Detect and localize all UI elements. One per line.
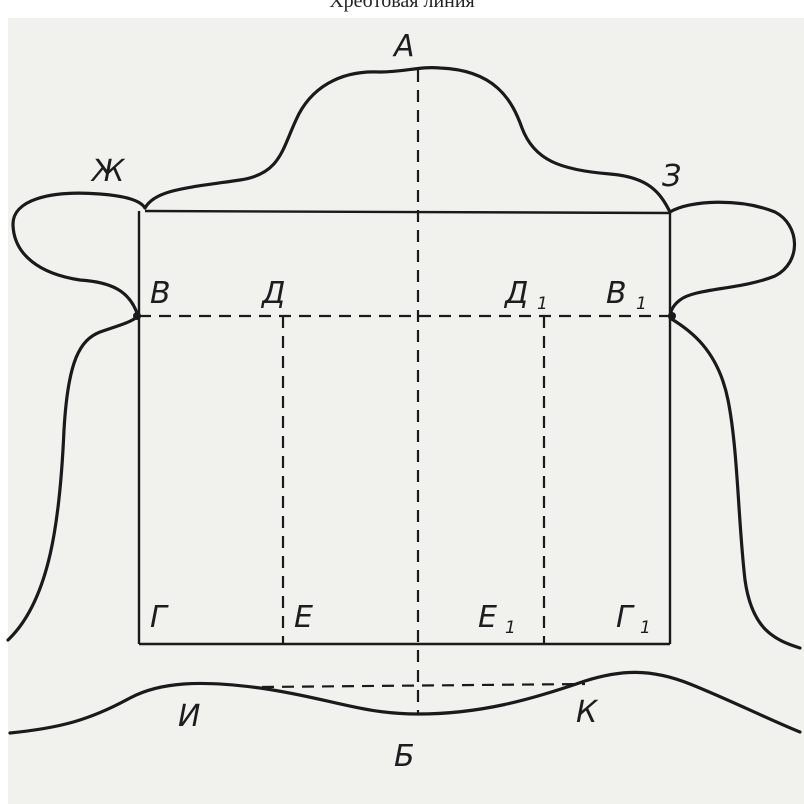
label-G1: Г <box>616 600 635 635</box>
label-E1-subscript: 1 <box>505 618 516 638</box>
line-I-K <box>261 682 586 689</box>
label-D1-subscript: 1 <box>537 294 548 314</box>
neck-line <box>144 209 671 215</box>
diagram-caption: Хребтовая линия <box>329 0 475 12</box>
point-V1-dot <box>668 312 676 320</box>
label-D: Д <box>260 276 285 311</box>
label-G1-subscript: 1 <box>640 618 651 638</box>
hide-bottom-outline <box>8 670 802 735</box>
label-G: Г <box>150 600 169 635</box>
label-V1: В <box>606 276 627 311</box>
label-K: К <box>576 695 599 730</box>
photo-background <box>8 18 804 804</box>
label-V1-subscript: 1 <box>636 294 647 314</box>
label-D1: Д <box>503 276 528 311</box>
label-E1: Е <box>478 600 497 635</box>
hide-outline <box>6 65 802 650</box>
label-Z: З <box>662 159 681 194</box>
label-A: А <box>392 29 415 64</box>
label-E: Е <box>294 600 313 635</box>
point-V-dot <box>133 312 141 320</box>
label-V: В <box>150 276 171 311</box>
label-B: Б <box>394 739 415 774</box>
label-I: И <box>178 699 200 734</box>
label-ZH: Ж <box>90 154 126 189</box>
